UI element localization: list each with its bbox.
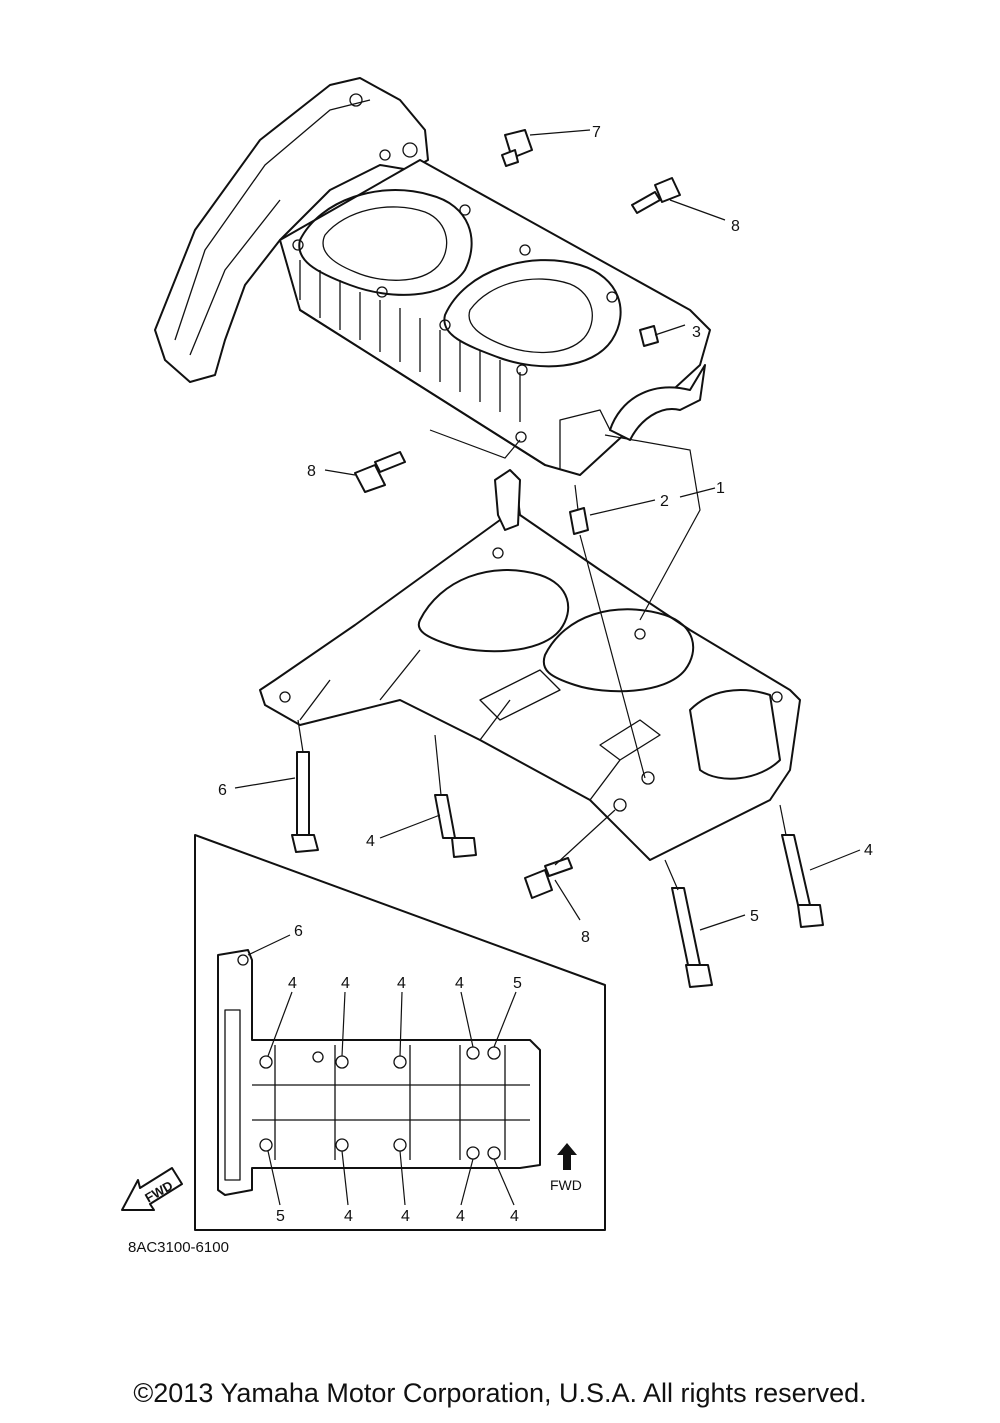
callout-5: 5 xyxy=(750,908,759,925)
inset-label-4-h: 4 xyxy=(510,1208,519,1225)
callout-2: 2 xyxy=(660,493,669,510)
inset-label-4-f: 4 xyxy=(401,1208,410,1225)
inset-label-4-d: 4 xyxy=(455,975,464,992)
copyright-notice: ©2013 Yamaha Motor Corporation, U.S.A. A… xyxy=(133,1378,867,1408)
inset-label-5-top: 5 xyxy=(513,975,522,992)
callout-7: 7 xyxy=(592,124,601,141)
lower-crankcase xyxy=(259,469,801,861)
fwd-arrow-icon xyxy=(121,1167,183,1211)
inset-label-4-g: 4 xyxy=(456,1208,465,1225)
inset-label-6: 6 xyxy=(294,923,303,940)
inset-label-4-e: 4 xyxy=(344,1208,353,1225)
inset-label-5-bottom: 5 xyxy=(276,1208,285,1225)
callout-8-left: 8 xyxy=(307,463,316,480)
callout-4-left: 4 xyxy=(366,833,375,850)
upper-crankcase xyxy=(154,77,711,476)
inset-label-4-c: 4 xyxy=(397,975,406,992)
callout-6: 6 xyxy=(218,782,227,799)
callout-3: 3 xyxy=(692,324,701,341)
callout-8-top: 8 xyxy=(731,218,740,235)
inset-label-4-b: 4 xyxy=(341,975,350,992)
callout-4-right: 4 xyxy=(864,842,873,859)
part-code: 8AC3100-6100 xyxy=(128,1239,229,1256)
inset-bottom-view: 6 4 4 4 4 5 5 4 4 4 4 FWD xyxy=(194,834,606,1231)
inset-label-4-a: 4 xyxy=(288,975,297,992)
leader-lines xyxy=(234,129,861,931)
inset-fwd-arrow-icon xyxy=(557,1143,577,1170)
callout-1: 1 xyxy=(716,480,725,497)
callout-8-bottom: 8 xyxy=(581,929,590,946)
fasteners xyxy=(291,129,824,988)
callout-labels: 7 8 3 8 2 1 6 4 4 5 8 xyxy=(218,124,873,946)
inset-fwd-label: FWD xyxy=(550,1177,582,1193)
fwd-direction-arrow: FWD xyxy=(121,1167,183,1211)
